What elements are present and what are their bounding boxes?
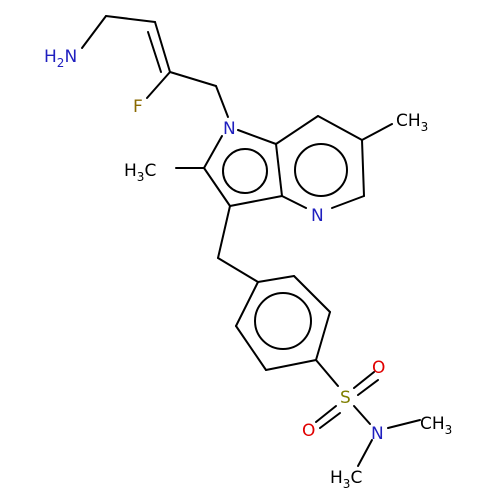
bond-n4-c3a [281,195,307,209]
bonds [81,15,421,467]
bond-n-methyl-right [387,419,421,429]
bond-n-ch2 [81,15,107,49]
bond-s-o-top-a [353,371,375,389]
bond-s-o-top-b [357,379,379,396]
oxygen-top-label: O [372,358,385,378]
bond-cf-f [146,71,171,99]
bond-c2-c3 [203,167,231,207]
pyrrole-nitrogen-label: N [223,119,236,139]
amide-nitrogen-label: N [371,424,384,444]
fluorine-label: F [133,97,143,117]
bond-ch-cf-double-outer [154,21,171,73]
bond-bz-1 [235,281,259,327]
sulfur-label: S [340,388,351,408]
bond-bz-s [315,359,339,387]
bond-ch2-benzene [217,257,259,283]
bond-bz-5 [293,275,331,313]
bond-n1-c2 [203,135,223,169]
bond-ch2-n1 [215,85,229,118]
bond-c3a-c7a [275,143,283,197]
bond-c3-ch2 [217,205,231,259]
benzene-aromatic-circle [254,292,312,350]
pyridine-nitrogen-label: N [311,206,324,226]
bond-bz-4 [315,311,331,361]
bond-bz-2 [235,325,267,371]
methyl-left-label: H3C [124,161,156,184]
bond-c7a-n1 [237,129,277,145]
bond-c6-c5 [361,139,365,197]
n-methyl-bottom-label: H3C [330,468,362,491]
pyrrole-aromatic-circle [222,148,268,194]
bond-s-o-bottom-b [319,412,341,429]
bond-ch2-ch [105,15,156,23]
bond-c3-c3a [229,195,283,207]
bond-n-methyl-bottom [357,439,373,467]
amine-label: H2N [44,47,77,70]
bond-cf-ch2 [169,71,217,87]
bond-ch-cf-double-inner [147,31,162,73]
bond-bz-3 [265,359,317,371]
bond-bz-6 [257,275,295,283]
pyridine-aromatic-circle [294,143,348,197]
bond-c6-methyl [361,123,393,141]
n-methyl-right-label: CH3 [420,414,452,437]
bond-c7a-c7 [275,115,319,145]
methyl-right-label: CH3 [396,111,428,134]
bond-s-n [353,405,371,425]
bond-c7-c6 [317,115,363,141]
bond-s-o-bottom-a [315,405,337,423]
atom-labels: H2N F N N H3C CH3 S O O N CH3 H3C [44,47,452,491]
oxygen-bottom-label: O [302,421,315,441]
bond-c5-n4 [331,195,365,209]
